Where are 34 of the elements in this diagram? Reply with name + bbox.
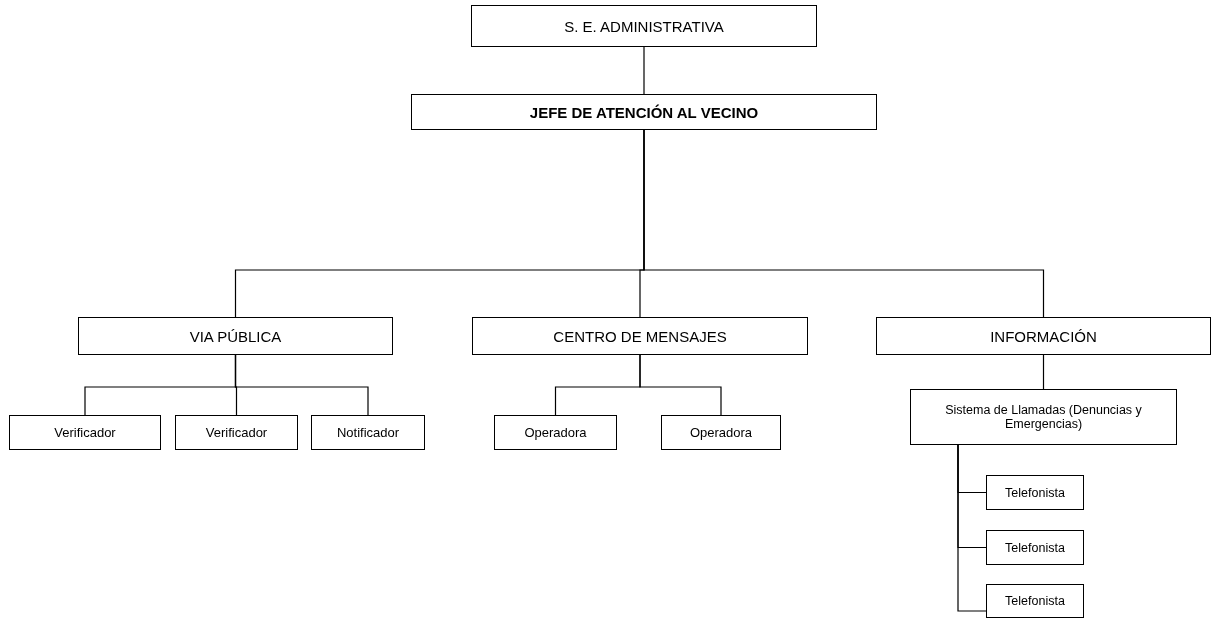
box-label: CENTRO DE MENSAJES — [553, 327, 727, 345]
box-label: Notificador — [336, 425, 400, 440]
box-label: Operadora — [524, 425, 587, 440]
org-box — [472, 317, 808, 355]
box-label: JEFE DE ATENCIÓN AL VECINO — [529, 103, 759, 121]
connector-line — [234, 354, 369, 416]
org-box — [986, 530, 1084, 565]
org-box — [661, 415, 781, 450]
org-box — [986, 584, 1084, 618]
box-label: S. E. ADMINISTRATIVA — [564, 17, 724, 35]
connector-line — [1042, 354, 1045, 390]
box-label: Verificador — [205, 425, 268, 440]
box-label: Verificador — [54, 425, 116, 440]
org-box — [910, 389, 1177, 445]
org-box — [876, 317, 1211, 355]
box-label: VIA PÚBLICA — [189, 327, 282, 345]
box-label: Sistema de Llamadas (Denuncias y Emergencias) — [944, 403, 1143, 431]
org-box — [411, 94, 877, 130]
org-box — [78, 317, 393, 355]
org-box — [311, 415, 425, 450]
box-label: INFORMACIÓN — [990, 327, 1097, 345]
box-label: Telefonista — [1005, 540, 1065, 555]
connector-line — [643, 129, 1045, 318]
connector-line — [639, 354, 722, 416]
org-box — [175, 415, 298, 450]
box-label: Operadora — [689, 425, 753, 440]
org-box — [986, 475, 1084, 510]
connector-line — [643, 46, 645, 95]
org-box — [9, 415, 161, 450]
org-box — [494, 415, 617, 450]
box-label: Telefonista — [1005, 594, 1065, 608]
box-label: Telefonista — [1005, 485, 1065, 500]
connector-line — [957, 444, 987, 612]
org-box — [471, 5, 817, 47]
